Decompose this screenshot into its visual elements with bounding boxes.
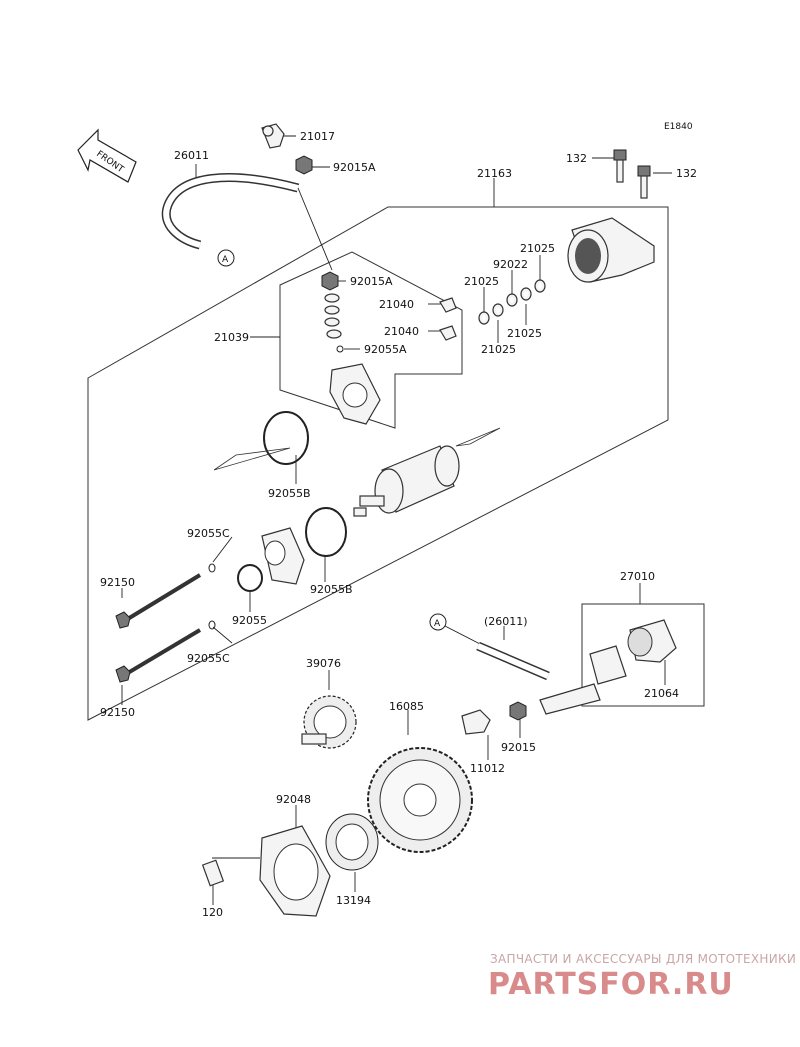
label-21025-c: 21025 [507,327,542,340]
front-arrow-icon: FRONT [77,128,137,183]
oring-92055C-b [208,620,216,630]
oring-92055B-a [263,411,309,465]
ref-marker-a1 [217,249,235,267]
starter-assembly-frame [87,206,669,721]
diagram-code: E1840 [664,122,693,132]
oring-92055A [336,345,344,353]
label-92150-b: 92150 [100,706,135,719]
terminal-cap-21017 [261,123,285,149]
label-92055B-a: 92055B [268,487,311,500]
label-132-left: 132 [566,152,587,165]
starter-gear-16085 [367,747,473,853]
label-21025-a: 21025 [520,242,555,255]
label-13194: 13194 [336,894,371,907]
relay-21064 [589,619,677,685]
label-132-right: 132 [676,167,697,180]
label-21163: 21163 [477,167,512,180]
ref-marker-a2 [429,613,447,631]
label-92055C-b: 92055C [187,652,230,665]
label-92055C-a: 92055C [187,527,230,540]
bolt-132-left [613,149,627,183]
label-92055: 92055 [232,614,267,627]
label-21025-d: 21025 [481,343,516,356]
leader-lines [121,135,672,905]
label-39076: 39076 [306,657,341,670]
washer-stack [324,293,342,339]
cable-26011-relay [476,643,550,679]
starter-motor-body [353,445,460,517]
label-21017: 21017 [300,130,335,143]
label-27010: 27010 [620,570,655,583]
label-120: 120 [202,906,223,919]
nut-92015A [321,271,339,291]
clutch-plate-92048 [259,825,331,917]
label-92055A: 92055A [364,343,407,356]
nut-92015A-top [295,155,313,175]
washer-21025-d [492,303,504,317]
relay-bracket [539,683,601,715]
bolt-92150-b [115,628,202,683]
idle-gear-39076 [301,695,357,749]
bolt-92150-a [115,573,202,629]
relay-frame [581,603,705,707]
front-cover [261,527,305,585]
label-21040-b: 21040 [384,325,419,338]
oring-92055C-a [208,563,216,573]
brush-holder-21039 [329,363,381,425]
watermark-tagline: ЗАПЧАСТИ И АКСЕССУАРЫ ДЛЯ МОТОТЕХНИКИ [490,952,796,966]
end-cover-21163 [567,217,655,283]
brush-21040-a [439,297,457,313]
label-21025-b: 21025 [464,275,499,288]
label-92015A-top: 92015A [333,161,376,174]
cap-11012 [461,709,491,735]
ref-marker-a1-label: A [222,255,229,265]
label-92150-a: 92150 [100,576,135,589]
nut-92015 [509,701,527,721]
brush-21040-b [439,325,457,341]
bolt-132-right [637,165,651,199]
watermark-brand: PARTSFOR.RU [488,967,734,1002]
label-21040-a: 21040 [379,298,414,311]
bolt-120 [201,859,225,887]
label-16085: 16085 [389,700,424,713]
washer-92022 [506,293,518,307]
label-26011-paren: (26011) [484,615,528,628]
washer-21025-c [520,287,532,301]
one-way-clutch-13194 [325,813,379,871]
label-92015A: 92015A [350,275,393,288]
brush-holder-frame [279,251,463,429]
label-21064: 21064 [644,687,679,700]
oring-92055 [237,564,263,592]
label-21039: 21039 [214,331,249,344]
label-92055B-b: 92055B [310,583,353,596]
washer-21025-a [534,279,546,293]
label-92015: 92015 [501,741,536,754]
washer-21025-b [478,311,490,325]
label-92048: 92048 [276,793,311,806]
label-26011: 26011 [174,149,209,162]
oring-92055B-b [305,507,347,557]
label-11012: 11012 [470,762,505,775]
label-92022: 92022 [493,258,528,271]
ref-marker-a2-label: A [434,619,441,629]
